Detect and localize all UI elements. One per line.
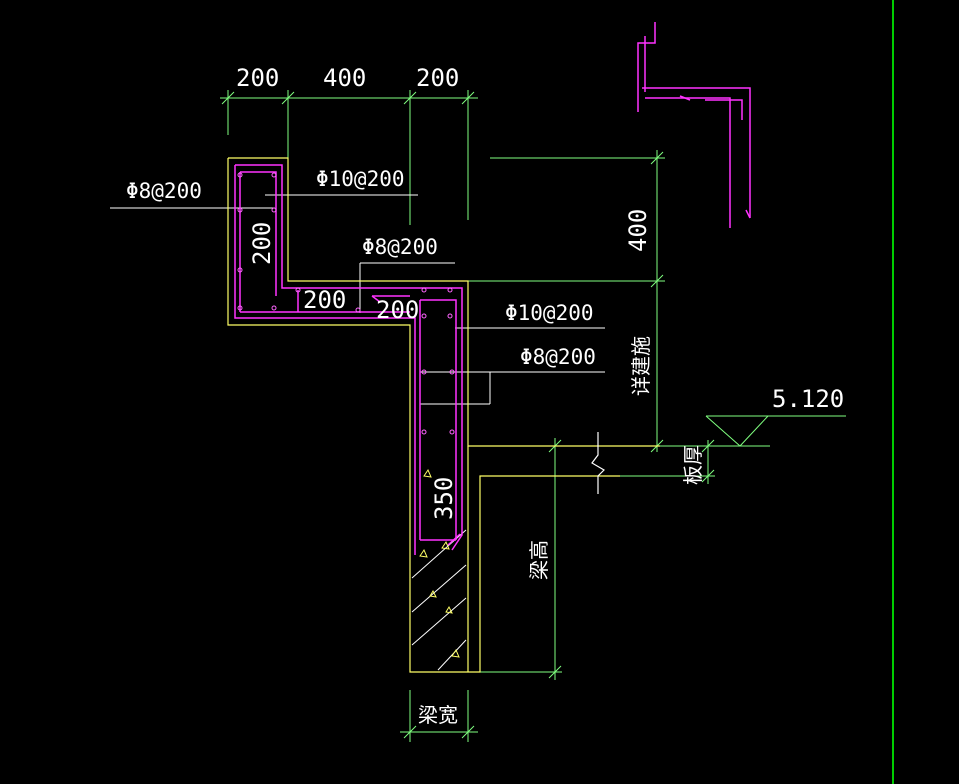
rebar-label-upper-main: Φ10@200 <box>316 167 405 191</box>
leader-lines <box>110 194 605 405</box>
aggregate-marks <box>419 468 460 658</box>
dim-ledge-right: 200 <box>376 296 419 324</box>
slab-thickness-label: 板厚 <box>681 445 705 485</box>
dim-beam-height-inner: 350 <box>430 477 458 520</box>
elevation-label: 5.120 <box>772 385 844 413</box>
parapet-height-label: 详建施 <box>629 336 653 396</box>
dim-top-left: 200 <box>236 64 279 92</box>
dim-top-right: 200 <box>416 64 459 92</box>
beam-width-label: 梁宽 <box>418 703 458 727</box>
rebar-label-right-stirrup: Φ8@200 <box>520 345 596 369</box>
dimension-lines <box>220 90 846 742</box>
rebar-label-ledge: Φ8@200 <box>362 235 438 259</box>
rebar-label-upper-stirrup: Φ8@200 <box>126 179 202 203</box>
concrete-outline <box>227 157 660 673</box>
dim-ledge-left: 200 <box>303 286 346 314</box>
rebar-lines <box>234 164 463 555</box>
concrete-hatch <box>411 529 467 671</box>
dim-upper-vertical: 200 <box>248 222 276 265</box>
rebar-dots <box>237 172 455 435</box>
rebar-detail-sketch <box>637 22 751 228</box>
beam-height-label: 梁高 <box>527 540 551 580</box>
rebar-label-right-main: Φ10@200 <box>505 301 594 325</box>
dim-top-middle: 400 <box>323 64 366 92</box>
dim-height-right: 400 <box>624 209 652 252</box>
